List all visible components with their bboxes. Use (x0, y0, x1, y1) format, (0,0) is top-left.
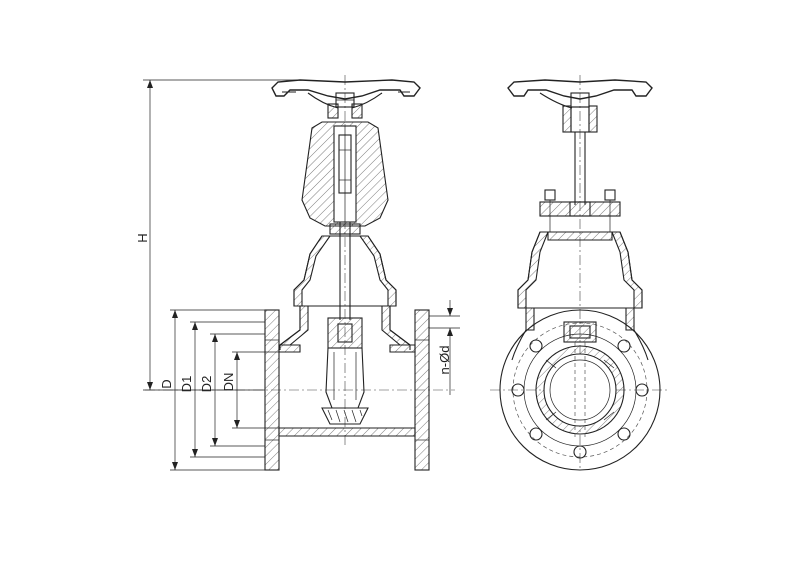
dimension-d1: D1 (179, 321, 265, 458)
dimension-dn: DN (221, 351, 279, 429)
dimension-h: H (135, 79, 300, 391)
dimension-label-d: D (159, 379, 174, 388)
end-flange (499, 309, 661, 471)
bolt-hole (529, 427, 543, 441)
end-section-view (490, 75, 670, 471)
dimension-label-bolt-holes: n-Ød (437, 346, 452, 375)
bolt-hole (511, 383, 525, 397)
dimension-bolt-holes: n-Ød (429, 300, 460, 395)
dimension-d: D (159, 309, 265, 471)
gate-wedge (321, 317, 369, 425)
dimension-d2: D2 (199, 333, 265, 447)
dimension-label-dn: DN (221, 373, 236, 392)
bonnet (293, 235, 397, 307)
right-flange (414, 309, 430, 471)
handwheel (271, 79, 421, 109)
bolt-hole (529, 339, 543, 353)
left-flange (264, 309, 280, 471)
bolt-hole (573, 445, 587, 459)
bolt-hole (635, 383, 649, 397)
bolt-hole (617, 339, 631, 353)
dimension-label-d2: D2 (199, 376, 214, 393)
yoke (301, 121, 389, 227)
bolt-hole (617, 427, 631, 441)
side-section-view: H D D1 D2 (135, 75, 460, 471)
dimension-label-d1: D1 (179, 376, 194, 393)
dimension-label-h: H (135, 233, 150, 242)
